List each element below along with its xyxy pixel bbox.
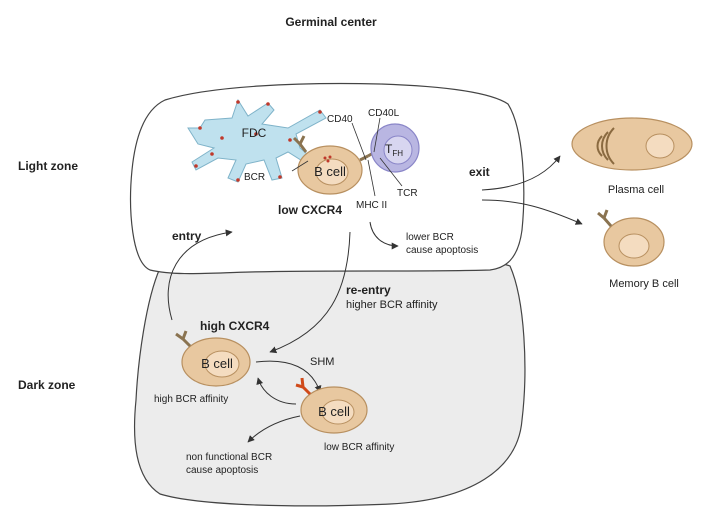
- arrow-shm: [255, 360, 322, 393]
- lower-bcr-label-2: cause apoptosis: [406, 245, 478, 256]
- high-bcr-affinity-label: high BCR affinity: [154, 394, 228, 405]
- cd40-label: CD40: [327, 114, 353, 125]
- light-b-cell-label: B cell: [314, 164, 346, 179]
- arrow-exit-memory: [481, 199, 583, 225]
- low-cxcr4-label: low CXCR4: [278, 203, 342, 217]
- low-b-cell-label: B cell: [318, 404, 350, 419]
- arrow-exit-plasma: [481, 155, 561, 191]
- memory-b-cell-label: Memory B cell: [609, 278, 679, 290]
- entry-label: entry: [172, 229, 202, 243]
- tfh-cell: [370, 123, 420, 173]
- reentry-label: re-entry: [346, 283, 391, 297]
- memory-b-cell: [603, 217, 665, 267]
- cd40l-label: CD40L: [368, 108, 400, 119]
- high-cxcr4-label: high CXCR4: [200, 319, 270, 333]
- arrow-entry: [167, 229, 233, 321]
- shm-label: SHM: [310, 356, 334, 368]
- fdc-label: FDC: [242, 126, 267, 140]
- bcr-receptor-light: [292, 135, 308, 153]
- bcr-receptor-low: [295, 377, 312, 396]
- high-b-cell-label: B cell: [201, 356, 233, 371]
- fdc-antigen-dots: [194, 100, 322, 182]
- plasma-cell: [571, 117, 693, 171]
- bcr-receptor-high: [175, 330, 192, 348]
- bcr-receptor-memory: [597, 209, 613, 227]
- light-zone-label: Light zone: [18, 159, 78, 173]
- bcr-label: BCR: [244, 172, 265, 183]
- higher-bcr-affinity-label: higher BCR affinity: [346, 299, 438, 311]
- arrow-dark-apoptosis: [247, 415, 301, 443]
- tfh-label: TFH: [385, 142, 403, 158]
- arrow-light-apoptosis: [369, 221, 399, 250]
- exit-label: exit: [469, 165, 490, 179]
- non-functional-label-1: non functional BCR: [186, 452, 272, 463]
- dark-zone-high-b-cell: [181, 337, 251, 387]
- tcr-label: TCR: [397, 188, 418, 199]
- plasma-cell-label: Plasma cell: [608, 184, 664, 196]
- arrow-low-to-high: [256, 377, 297, 405]
- non-functional-label-2: cause apoptosis: [186, 465, 258, 476]
- low-bcr-affinity-label: low BCR affinity: [324, 442, 394, 453]
- mhc2-label: MHC II: [356, 200, 387, 211]
- dark-zone-low-b-cell: [300, 386, 368, 434]
- arrow-reentry: [269, 231, 351, 354]
- lower-bcr-label-1: lower BCR: [406, 232, 454, 243]
- callout-lines: [291, 117, 403, 197]
- diagram-title: Germinal center: [285, 15, 377, 29]
- fdc-cell: [187, 98, 327, 183]
- dark-zone-label: Dark zone: [18, 378, 76, 392]
- light-zone-b-cell: [297, 145, 363, 195]
